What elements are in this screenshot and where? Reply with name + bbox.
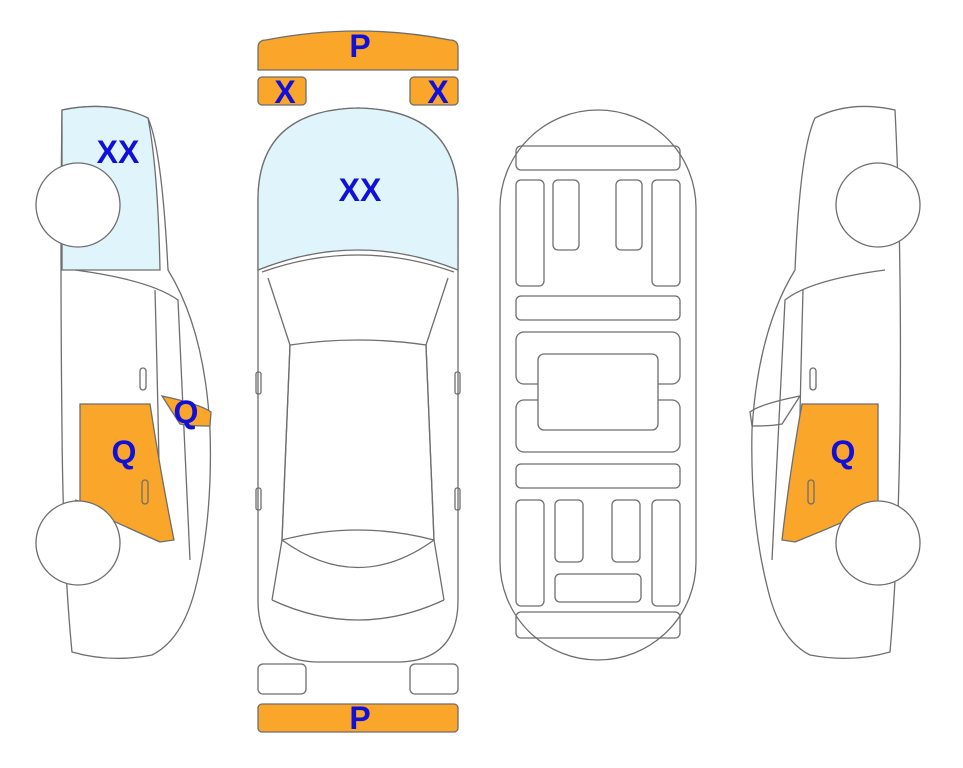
underside-center-panel: [537, 353, 659, 431]
right-door-line: [771, 269, 886, 561]
underside-front-bar: [515, 145, 681, 171]
left-front-door-code: Q: [112, 434, 137, 470]
right-mirror: [749, 395, 802, 427]
top-left-pillar: [267, 277, 291, 601]
underside-front-left-rail: [515, 179, 545, 287]
underside-front-right-rail: [651, 179, 681, 287]
top-right-handle: [454, 371, 461, 395]
rear-left-light: [257, 663, 307, 695]
front-bumper-code: P: [349, 28, 370, 64]
underside-tank: [554, 573, 642, 603]
front-left-light-code: X: [274, 74, 296, 110]
underside-view: [499, 109, 697, 661]
top-left-rear-handle: [255, 487, 262, 511]
rear-bumper-code: P: [349, 700, 370, 736]
front-right-light-damage: [409, 76, 459, 106]
right-rear-wheel: [835, 500, 921, 586]
underside-rear-right-rail: [651, 499, 681, 607]
left-door-handle-rear: [141, 479, 149, 505]
underside-rear-left-mount: [554, 499, 584, 563]
underside-rear-right-mount: [611, 499, 641, 563]
left-side-view: XX Q Q: [35, 105, 212, 660]
underside-rear-left-rail: [515, 499, 545, 607]
front-right-light-code: X: [427, 74, 449, 110]
left-mirror-code: Q: [174, 394, 199, 430]
front-left-light-damage: [257, 76, 307, 106]
top-rear-window: [281, 539, 435, 569]
left-windshield-code: XX: [97, 134, 140, 170]
underside-rear-cross-member: [515, 463, 681, 489]
right-front-door-code: Q: [831, 434, 856, 470]
right-side-view: Q: [749, 105, 921, 660]
top-trunk-line: [271, 599, 445, 621]
underside-front-left-mount: [552, 179, 580, 251]
top-left-handle: [255, 371, 262, 395]
left-door-line: [74, 269, 191, 561]
top-hood-line: [261, 254, 455, 273]
underside-rear-bar: [515, 611, 681, 639]
windshield-code: XX: [339, 172, 382, 208]
top-right-rear-handle: [454, 487, 461, 511]
left-door-handle-front: [139, 367, 147, 391]
underside-front-right-mount: [615, 179, 643, 251]
front-bumper-damage: [257, 30, 459, 71]
underside-cross-member: [515, 295, 681, 321]
right-door-handle-rear: [807, 479, 815, 505]
left-rear-wheel: [35, 500, 121, 586]
windshield-damage: [257, 107, 459, 271]
right-door-handle-front: [809, 367, 817, 391]
right-front-wheel: [835, 162, 921, 248]
top-view: P X X XX P: [255, 28, 461, 736]
left-mirror-damage: [160, 395, 212, 427]
rear-bumper-damage: [257, 703, 459, 733]
left-front-wheel: [35, 162, 121, 248]
rear-right-light: [409, 663, 459, 695]
top-right-pillar: [425, 277, 449, 601]
